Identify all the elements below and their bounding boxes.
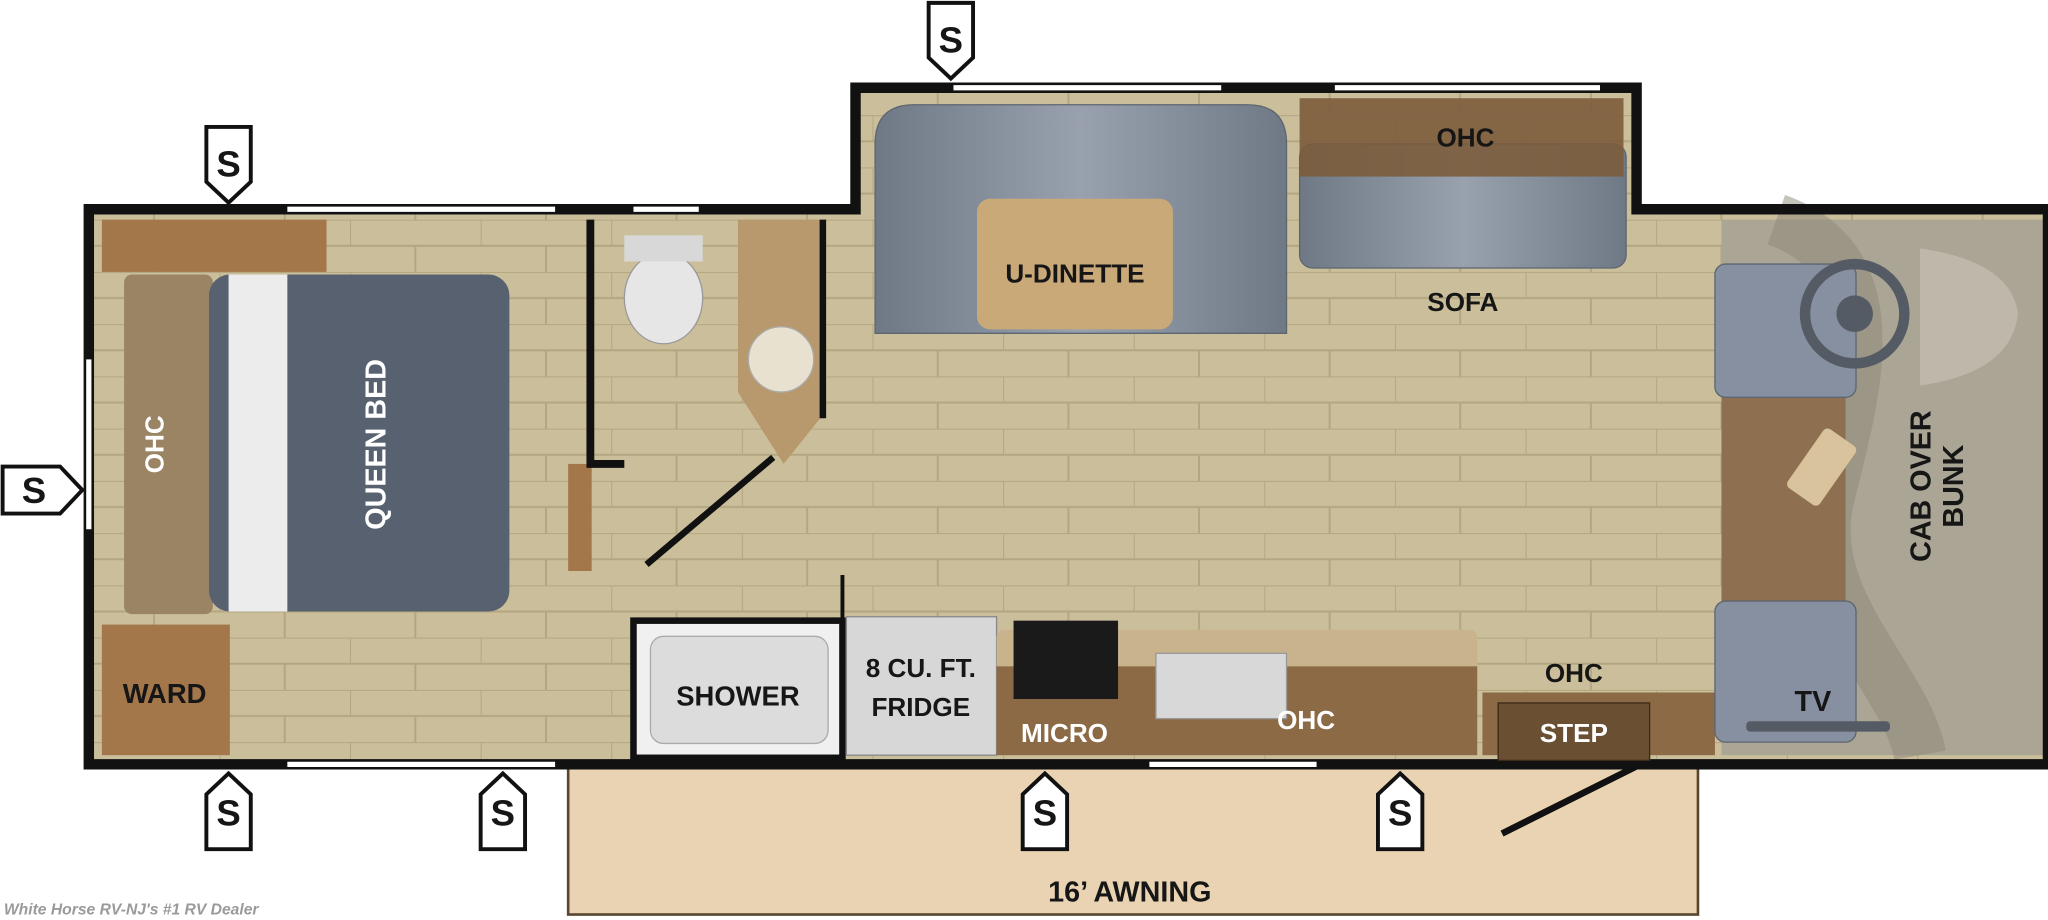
windows [86, 85, 1600, 767]
u-dinette-table [976, 198, 1173, 330]
driver-seat [1714, 263, 1857, 398]
slide-marker-letter: S [939, 19, 963, 60]
ohc-slide-label: OHC [1436, 123, 1494, 153]
step [1497, 702, 1651, 762]
step-label: STEP [1540, 718, 1608, 748]
kitchen-sink-icon [1155, 652, 1288, 720]
ohc-bed-label: OHC [139, 415, 169, 473]
fridge-label-1: 8 CU. FT. [866, 653, 976, 683]
entry-door [1500, 761, 1642, 837]
cab-over-label-1: CAB OVER [1905, 410, 1937, 562]
queen-bed-label: QUEEN BED [360, 359, 392, 530]
awning-label: 16’ AWNING [1048, 876, 1211, 908]
bath-door [644, 454, 776, 567]
stove-icon [1013, 620, 1119, 700]
steering-wheel-icon [1799, 258, 1910, 369]
slide-marker-letter: S [216, 144, 240, 185]
cab-over-label-2: BUNK [1938, 444, 1970, 527]
slide-marker-icon [926, 0, 976, 82]
slide-marker-icon [0, 464, 85, 516]
fridge [845, 616, 998, 756]
shower-label: SHOWER [676, 681, 800, 712]
slide-marker-letter: S [22, 470, 46, 511]
slide-marker-letter: S [216, 793, 240, 834]
slide-markers: S S S S S S S [0, 0, 1425, 852]
slide-marker-icon [478, 770, 528, 852]
passenger-seat [1714, 600, 1857, 743]
u-dinette-label: U-DINETTE [1005, 258, 1144, 288]
slide-marker-letter: S [1033, 793, 1057, 834]
ohc-kitchen-label: OHC [1277, 705, 1335, 735]
fridge-label-2: FRIDGE [871, 692, 970, 722]
slide-marker-icon [204, 770, 253, 852]
dash-console [1721, 392, 1846, 604]
sofa-label: SOFA [1427, 287, 1498, 317]
slide-marker-icon [204, 124, 253, 206]
ohc-entry-label: OHC [1545, 658, 1603, 688]
slide-marker-letter: S [1388, 793, 1412, 834]
ohc-bed [124, 274, 213, 615]
slide-marker-icon [1020, 770, 1070, 852]
tv-label: TV [1795, 686, 1832, 718]
slide-marker-icon [1376, 770, 1425, 852]
wardrobe [101, 624, 230, 756]
steps-icon [568, 463, 592, 572]
wardrobe-top [101, 219, 327, 272]
ohc-slide [1299, 98, 1624, 177]
slide-marker-letter: S [491, 793, 515, 834]
ward-label: WARD [123, 678, 207, 709]
tv-icon [1746, 721, 1890, 732]
sink-icon [747, 326, 815, 393]
micro-label: MICRO [1021, 718, 1108, 748]
awning [566, 763, 1700, 916]
pillows [228, 274, 288, 612]
cupholder [1787, 428, 1857, 506]
watermark: White Horse RV-NJ's #1 RV Dealer [4, 902, 260, 919]
toilet-icon [623, 251, 704, 345]
